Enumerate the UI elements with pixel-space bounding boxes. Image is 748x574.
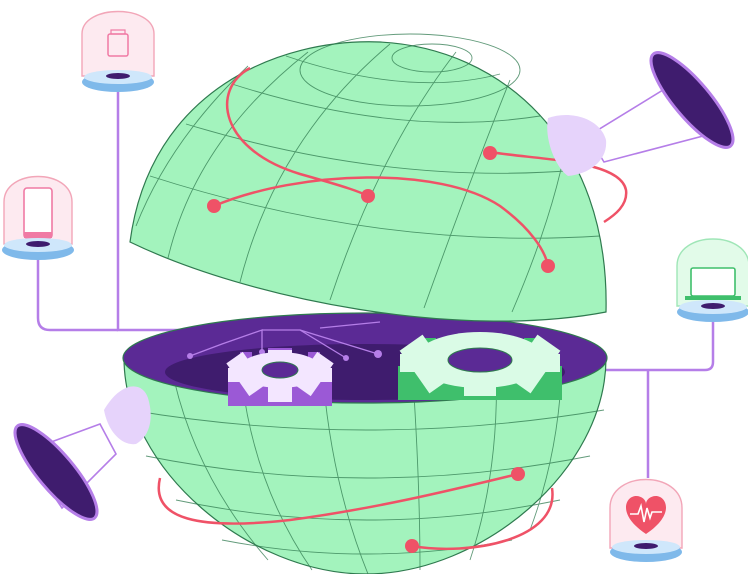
- circuit-traces: [189, 321, 381, 359]
- signal-horn-bottom-left: [13, 386, 151, 521]
- signal-horn-top-right: [547, 51, 735, 176]
- tablet-dome: [81, 10, 155, 92]
- orbit-nodes: [207, 146, 555, 553]
- laptop-icon: [685, 267, 741, 300]
- connector-laptop: [560, 322, 715, 372]
- gear-icon: [226, 348, 334, 406]
- top-hemisphere-shell: [129, 41, 607, 322]
- phone-icon: [23, 187, 53, 239]
- top-hemisphere: [129, 33, 607, 322]
- heart-dome: [609, 478, 683, 562]
- orbit-paths: [157, 66, 628, 551]
- heartbeat-icon: [626, 496, 666, 534]
- connector-phone: [36, 258, 118, 332]
- tablet-icon: [107, 29, 129, 57]
- laptop-dome: [676, 238, 748, 322]
- circuit-nodes: [187, 349, 382, 361]
- phone-dome: [2, 175, 74, 260]
- gear-icon: [398, 332, 562, 400]
